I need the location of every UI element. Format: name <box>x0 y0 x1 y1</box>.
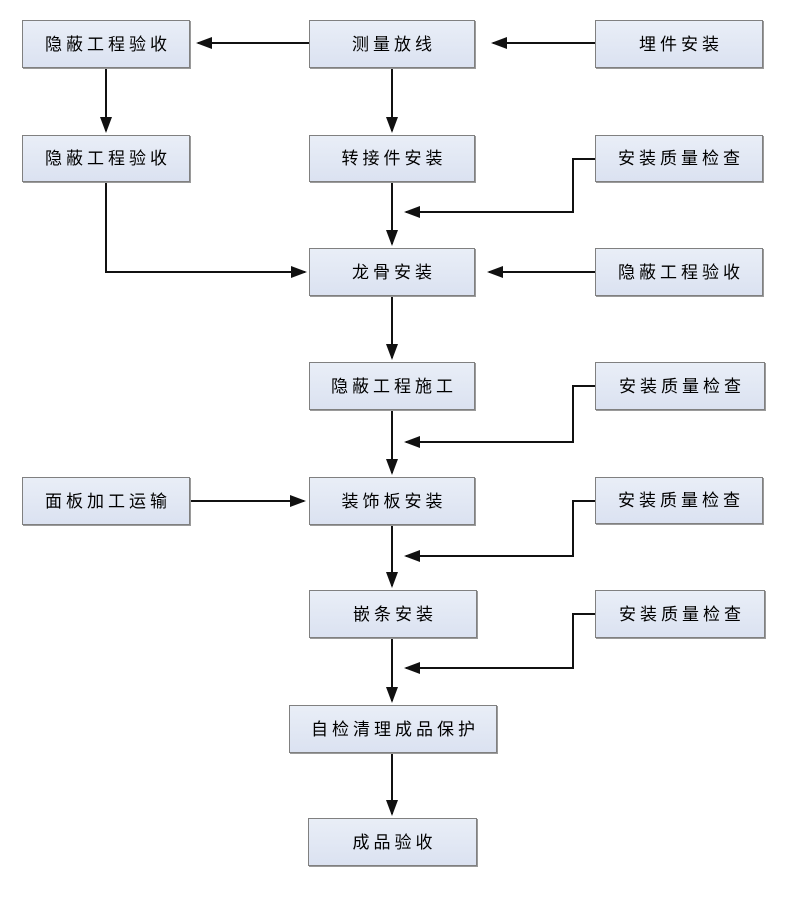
flow-node-quality-check-2: 安装质量检查 <box>595 362 765 410</box>
flow-node-label: 自检清理成品保护 <box>311 719 479 739</box>
flow-arrow-qc2-elbow-to-flow <box>404 385 595 448</box>
flow-node-keel-install: 龙骨安装 <box>309 248 475 296</box>
flow-node-label: 埋件安装 <box>639 34 723 54</box>
flow-node-label: 安装质量检查 <box>619 604 745 624</box>
flow-node-label: 测量放线 <box>352 34 436 54</box>
flow-node-hidden-work-acceptance-1: 隐蔽工程验收 <box>22 20 190 68</box>
flow-node-label: 隐蔽工程施工 <box>331 376 457 396</box>
flow-node-survey-layout: 测量放线 <box>309 20 475 68</box>
flow-node-panel-processing-transport: 面板加工运输 <box>22 477 190 525</box>
flow-node-label: 装饰板安装 <box>341 491 447 511</box>
flow-node-label: 成品验收 <box>352 832 437 852</box>
flow-node-quality-check-1: 安装质量检查 <box>595 135 763 182</box>
flow-node-label: 隐蔽工程验收 <box>45 34 171 54</box>
flow-node-hidden-work-construction: 隐蔽工程施工 <box>309 362 475 410</box>
flow-node-quality-check-3: 安装质量检查 <box>595 477 763 524</box>
flow-node-quality-check-4: 安装质量检查 <box>595 590 765 638</box>
flow-node-decorative-panel-install: 装饰板安装 <box>309 477 475 525</box>
flow-arrow-hidden2-elbow-to-keel <box>105 182 307 278</box>
flow-node-label: 安装质量检查 <box>619 376 745 396</box>
flow-node-self-check-cleanup-protection: 自检清理成品保护 <box>289 705 497 753</box>
flow-node-embedded-parts-install: 埋件安装 <box>595 20 763 68</box>
flow-node-label: 转接件安装 <box>341 149 447 168</box>
flow-arrow-qc3-elbow-to-flow <box>404 500 595 562</box>
flow-node-label: 安装质量检查 <box>618 149 744 168</box>
flow-node-label: 龙骨安装 <box>352 262 436 282</box>
flow-arrow-qc1-elbow-to-flow <box>404 158 595 218</box>
flow-node-label: 安装质量检查 <box>618 491 744 510</box>
flow-node-hidden-work-acceptance-2: 隐蔽工程验收 <box>22 135 190 182</box>
flow-node-trim-strip-install: 嵌条安装 <box>309 590 477 638</box>
flow-arrow-qc4-elbow-to-flow <box>404 613 595 674</box>
flow-node-label: 隐蔽工程验收 <box>618 262 744 282</box>
flow-node-label: 隐蔽工程验收 <box>45 149 171 168</box>
flow-node-hidden-work-acceptance-3: 隐蔽工程验收 <box>595 248 763 296</box>
flow-node-finished-product-acceptance: 成品验收 <box>308 818 477 866</box>
flow-node-adapter-install: 转接件安装 <box>309 135 475 182</box>
flow-node-label: 嵌条安装 <box>353 604 437 624</box>
flow-node-label: 面板加工运输 <box>45 491 171 511</box>
